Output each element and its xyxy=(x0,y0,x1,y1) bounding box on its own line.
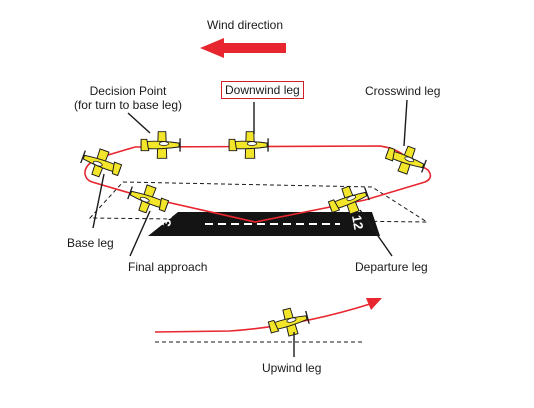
aircraft-decision-point xyxy=(140,131,181,159)
runway-number-30: 30 xyxy=(158,211,175,228)
final-approach-label: Final approach xyxy=(128,260,208,274)
upwind-path xyxy=(154,303,371,333)
runway xyxy=(148,212,380,236)
wind-direction-label: Wind direction xyxy=(207,18,284,32)
traffic-pattern-path xyxy=(84,145,432,223)
aircraft-downwind xyxy=(228,131,269,159)
runway-number-12: 12 xyxy=(349,214,366,231)
departure-leg-label: Departure leg xyxy=(355,260,428,274)
decision-point-label-line1: Decision Point xyxy=(89,84,167,98)
aircraft-upwind xyxy=(265,303,312,341)
decision-point-label-line2: (for turn to base leg) xyxy=(73,98,183,112)
wind-arrow xyxy=(200,38,286,58)
upwind-arrowhead xyxy=(366,298,382,310)
ground-projection xyxy=(88,181,429,223)
base-leg-label: Base leg xyxy=(67,236,114,250)
aircraft-crosswind xyxy=(382,139,430,180)
decision-point-label: Decision Point (for turn to base leg) xyxy=(66,84,190,112)
leader-lines xyxy=(92,99,408,357)
downwind-leg-label: Downwind leg xyxy=(221,81,304,99)
crosswind-leg-label: Crosswind leg xyxy=(365,84,441,98)
upwind-leg-label: Upwind leg xyxy=(262,361,322,375)
